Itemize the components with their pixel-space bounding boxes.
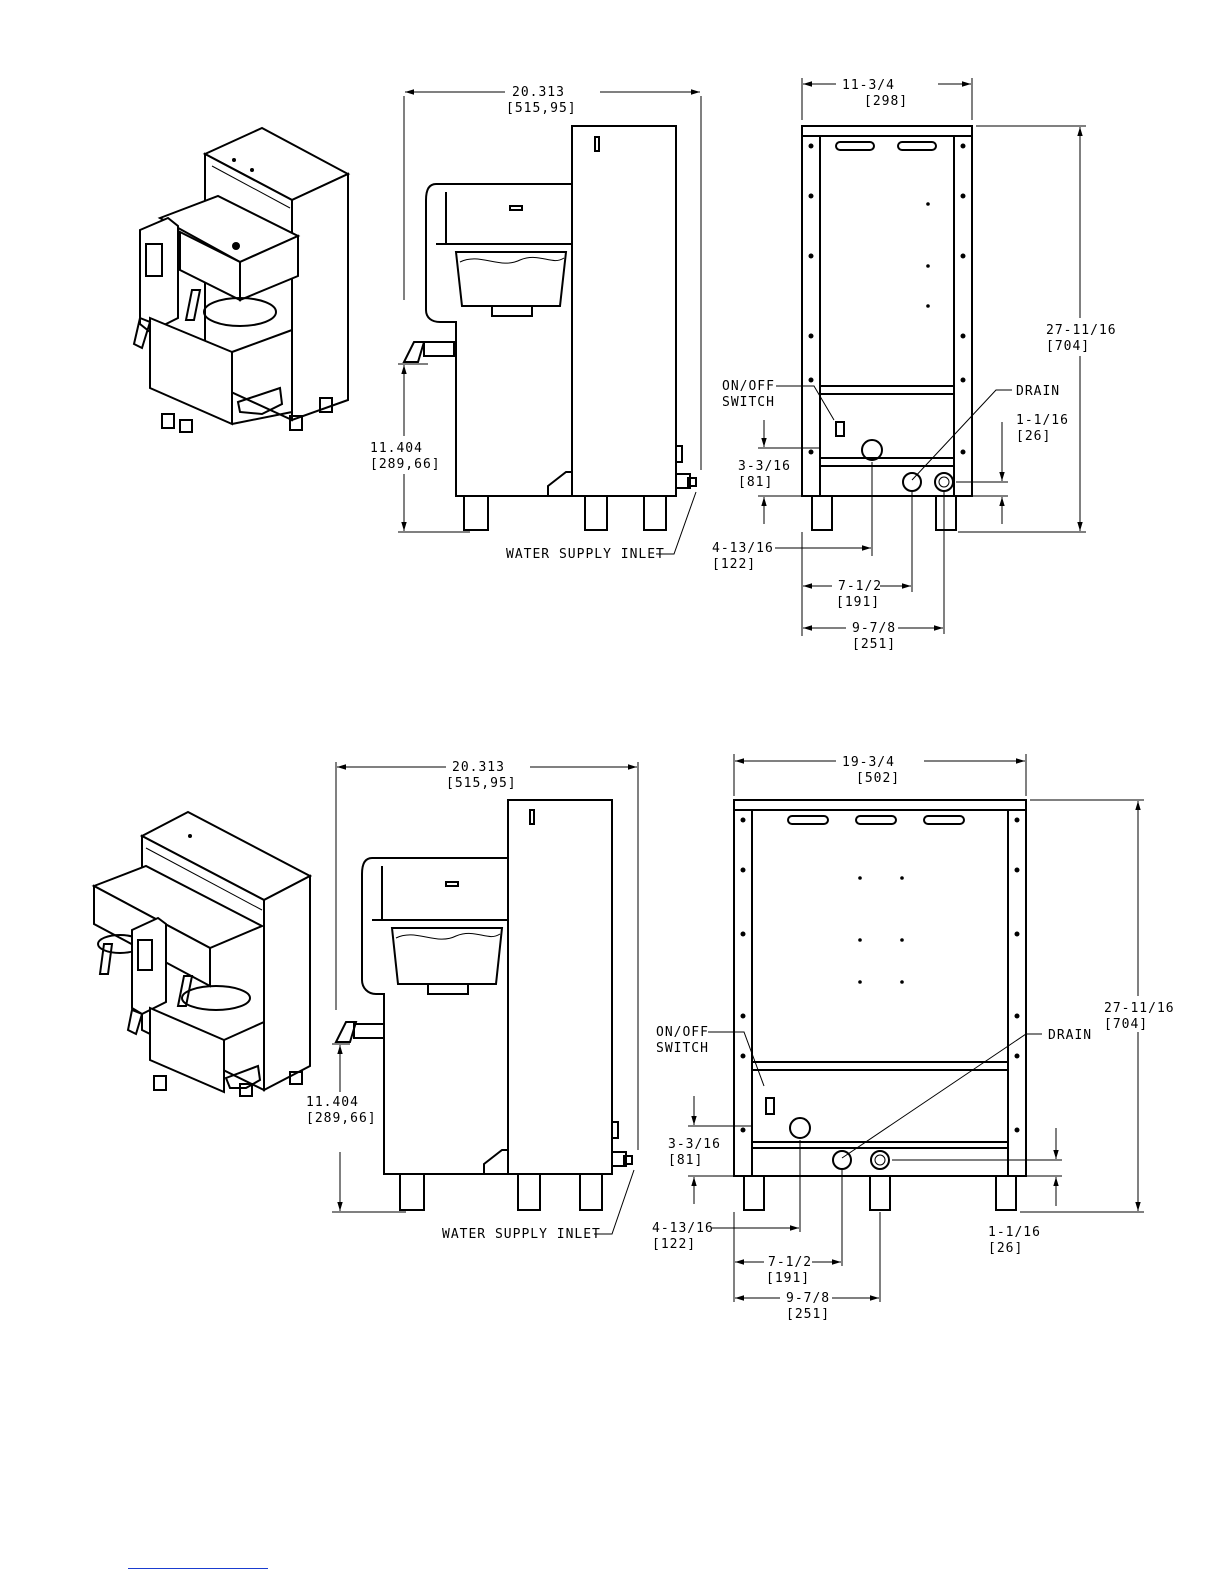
single-inlet-height: 3-3/16: [738, 459, 791, 474]
twin-drain-label: DRAIN: [1048, 1028, 1092, 1043]
twin-faucet-height: 11.404: [306, 1095, 359, 1110]
single-onoff-label-2: SWITCH: [722, 395, 775, 410]
twin-brewer-side-view: [332, 762, 639, 1235]
single-drain-height-mm: [26]: [1016, 429, 1051, 444]
twin-height: 27-11/16: [1104, 1001, 1175, 1016]
twin-brewer-front-view: [688, 754, 1144, 1302]
single-brewer-front-view: [758, 78, 1086, 636]
single-inlet-offset-mm: [251]: [852, 637, 896, 652]
twin-brewer-isometric-view: [91, 810, 313, 1097]
twin-drain-height: 1-1/16: [988, 1225, 1041, 1240]
twin-drain-offset: 7-1/2: [768, 1255, 812, 1270]
twin-center-offset: 4-13/16: [652, 1221, 714, 1236]
twin-onoff-label-1: ON/OFF: [656, 1025, 709, 1040]
single-height-mm: [704]: [1046, 339, 1090, 354]
twin-height-mm: [704]: [1104, 1017, 1148, 1032]
single-water-inlet-label: WATER SUPPLY INLET: [506, 547, 665, 562]
single-center-offset-mm: [122]: [712, 557, 756, 572]
twin-inlet-height-mm: [81]: [668, 1153, 703, 1168]
twin-water-inlet-label: WATER SUPPLY INLET: [442, 1227, 601, 1242]
twin-front-width: 19-3/4: [842, 755, 895, 770]
twin-front-width-mm: [502]: [856, 771, 900, 786]
single-drain-label: DRAIN: [1016, 384, 1060, 399]
single-side-width-mm: [515,95]: [506, 101, 577, 116]
single-faucet-height-mm: [289,66]: [370, 457, 441, 472]
single-front-width: 11-3/4: [842, 78, 895, 93]
twin-inlet-height: 3-3/16: [668, 1137, 721, 1152]
twin-inlet-offset-mm: [251]: [786, 1307, 830, 1322]
twin-faucet-height-mm: [289,66]: [306, 1111, 377, 1126]
twin-side-width-mm: [515,95]: [446, 776, 517, 791]
single-brewer-labels: 20.313 [515,95] 11.404 [289,66] WATER SU…: [370, 78, 1117, 652]
twin-onoff-label-2: SWITCH: [656, 1041, 709, 1056]
twin-center-offset-mm: [122]: [652, 1237, 696, 1252]
single-inlet-offset: 9-7/8: [852, 621, 896, 636]
footer-link-underline[interactable]: [128, 1568, 268, 1569]
single-drain-height: 1-1/16: [1016, 413, 1069, 428]
single-front-width-mm: [298]: [864, 94, 908, 109]
twin-side-width: 20.313: [452, 760, 505, 775]
twin-drain-offset-mm: [191]: [766, 1271, 810, 1286]
single-drain-offset-mm: [191]: [836, 595, 880, 610]
single-height: 27-11/16: [1046, 323, 1117, 338]
single-side-width: 20.313: [512, 85, 565, 100]
twin-drain-height-mm: [26]: [988, 1241, 1023, 1256]
single-drain-offset: 7-1/2: [838, 579, 882, 594]
twin-brewer-labels: 20.313 [515,95] 11.404 [289,66] WATER SU…: [306, 755, 1175, 1322]
single-inlet-height-mm: [81]: [738, 475, 773, 490]
single-brewer-isometric-view: [132, 126, 351, 433]
single-brewer-side-view: [398, 89, 702, 555]
single-onoff-label-1: ON/OFF: [722, 379, 775, 394]
twin-inlet-offset: 9-7/8: [786, 1291, 830, 1306]
single-faucet-height: 11.404: [370, 441, 423, 456]
single-center-offset: 4-13/16: [712, 541, 774, 556]
